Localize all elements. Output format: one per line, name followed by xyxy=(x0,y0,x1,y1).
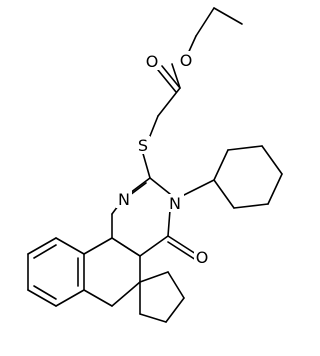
bond xyxy=(33,285,57,300)
bond xyxy=(111,281,141,307)
bond xyxy=(167,241,197,261)
bond xyxy=(267,173,283,205)
atom-label-n3: N xyxy=(166,194,184,213)
bond xyxy=(83,289,113,307)
atom-label-o-ester: O xyxy=(178,51,194,70)
atom-label-n1: N xyxy=(116,190,132,209)
bond xyxy=(141,149,151,179)
bond xyxy=(33,244,57,259)
chemical-structure-figure: O O S N N O xyxy=(27,7,283,323)
atom-label-s: S xyxy=(136,136,150,155)
bond xyxy=(55,237,85,255)
molecule-drawing: O O S N N O xyxy=(27,7,283,323)
svg-text:N: N xyxy=(118,190,130,209)
bond xyxy=(171,63,181,89)
svg-text:O: O xyxy=(180,51,193,70)
bond xyxy=(139,271,169,283)
bond xyxy=(167,209,171,237)
bond xyxy=(139,313,167,323)
bond xyxy=(149,177,171,195)
atom-label-o-carbonyl: O xyxy=(194,248,210,267)
bond xyxy=(195,7,215,37)
bond xyxy=(111,237,141,257)
bond xyxy=(227,145,263,151)
bond xyxy=(139,235,169,257)
bond xyxy=(213,179,235,209)
bond xyxy=(165,297,185,323)
bond xyxy=(55,289,85,307)
bond xyxy=(27,237,57,255)
bond xyxy=(167,271,185,299)
bond xyxy=(83,237,113,255)
bond xyxy=(149,115,159,137)
svg-text:O: O xyxy=(146,52,159,71)
svg-text:S: S xyxy=(138,136,148,155)
bond xyxy=(213,7,243,25)
bond xyxy=(161,65,181,89)
bond xyxy=(157,69,177,93)
svg-text:O: O xyxy=(196,248,209,267)
bond xyxy=(157,87,181,117)
atom-label-o-carbonyl-ester: O xyxy=(144,52,160,71)
bond xyxy=(167,235,197,255)
bond xyxy=(27,289,57,307)
bond xyxy=(233,203,269,209)
svg-text:N: N xyxy=(169,194,181,213)
bond xyxy=(213,149,229,181)
bond xyxy=(261,145,283,175)
bond xyxy=(181,179,215,197)
